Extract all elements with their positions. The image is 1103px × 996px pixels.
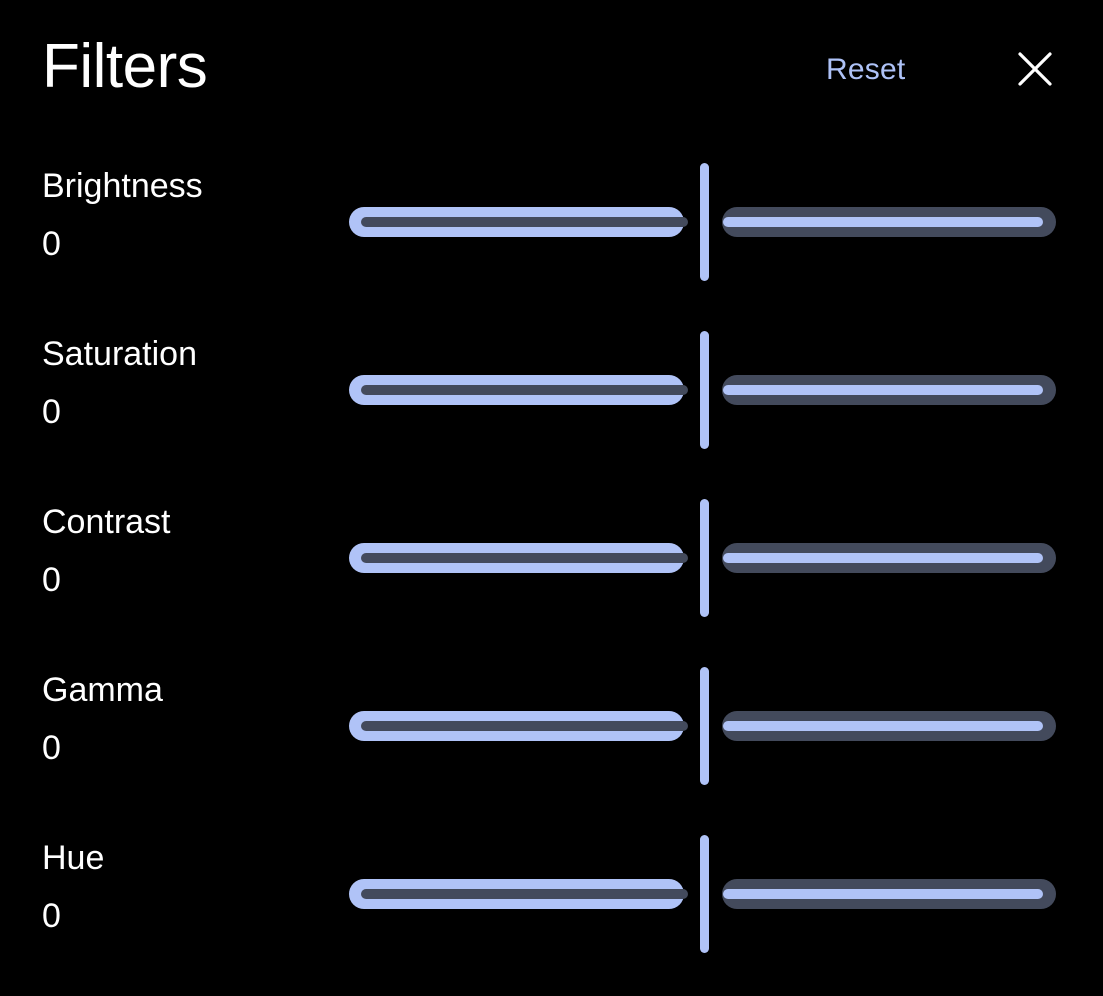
slider-track-left-inner [361,217,688,227]
slider-value: 0 [42,393,61,431]
slider-track-left-inner [361,553,688,563]
slider-value: 0 [42,729,61,767]
contrast-slider[interactable] [349,476,1056,644]
slider-track-right-inner [723,217,1043,227]
slider-track-left-inner [361,385,688,395]
slider-value: 0 [42,897,61,935]
slider-row-brightness: Brightness 0 [0,140,1103,308]
slider-label: Hue [42,839,105,877]
slider-thumb[interactable] [700,667,709,785]
slider-row-contrast: Contrast 0 [0,476,1103,644]
slider-thumb[interactable] [700,331,709,449]
slider-track-right-inner [723,553,1043,563]
slider-label: Gamma [42,671,163,709]
slider-list: Brightness 0 Saturation 0 Contrast [0,140,1103,996]
slider-track-left-inner [361,721,688,731]
slider-row-saturation: Saturation 0 [0,308,1103,476]
slider-thumb[interactable] [700,835,709,953]
panel-header: Filters Reset [0,0,1103,140]
slider-value: 0 [42,561,61,599]
slider-label: Brightness [42,167,203,205]
slider-thumb[interactable] [700,163,709,281]
slider-track-left-inner [361,889,688,899]
saturation-slider[interactable] [349,308,1056,476]
brightness-slider[interactable] [349,140,1056,308]
slider-label: Contrast [42,503,171,541]
gamma-slider[interactable] [349,644,1056,812]
close-button[interactable] [1012,46,1058,92]
close-icon [1012,46,1058,92]
page-title: Filters [42,32,208,101]
slider-row-hue: Hue 0 [0,812,1103,980]
slider-label: Saturation [42,335,197,373]
slider-value: 0 [42,225,61,263]
slider-thumb[interactable] [700,499,709,617]
slider-track-right-inner [723,385,1043,395]
reset-button[interactable]: Reset [826,47,905,93]
slider-track-right-inner [723,721,1043,731]
hue-slider[interactable] [349,812,1056,980]
slider-track-right-inner [723,889,1043,899]
slider-row-gamma: Gamma 0 [0,644,1103,812]
